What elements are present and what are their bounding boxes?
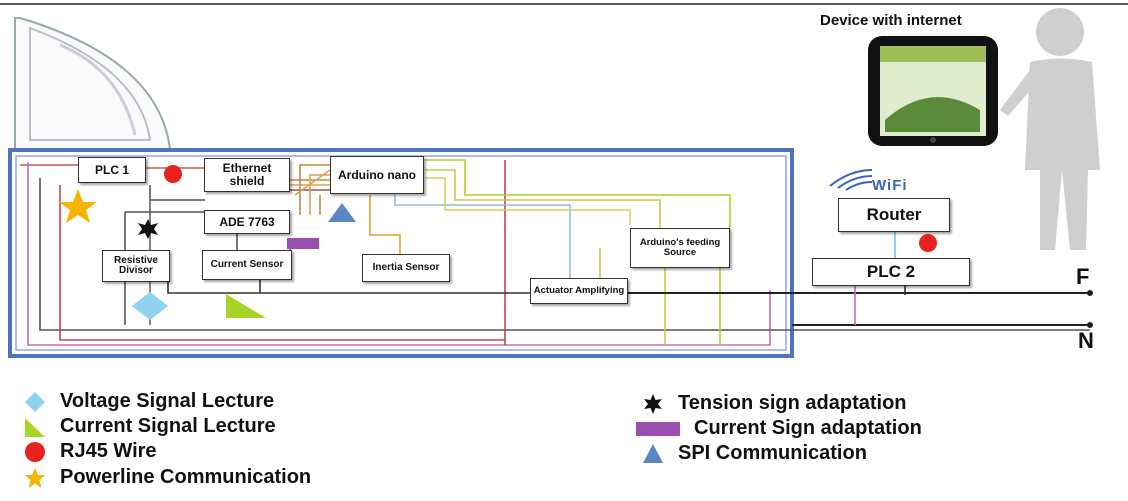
line-n-label: N xyxy=(1078,328,1094,353)
arduino-feeding-box: Arduino's feeding Source xyxy=(630,228,730,268)
tension-star-marker xyxy=(138,219,158,239)
black-star-icon xyxy=(644,393,662,414)
plc2-box: PLC 2 xyxy=(812,258,970,286)
device-label: Device with internet xyxy=(820,12,962,29)
blue-triangle-icon xyxy=(643,443,663,463)
rj45-marker-plc2 xyxy=(919,234,937,252)
actuator-box: Actuator Amplifying xyxy=(530,278,628,304)
ade7763-box: ADE 7763 xyxy=(204,210,290,234)
powerline-star-marker xyxy=(59,189,97,223)
current-triangle-marker xyxy=(226,294,266,318)
wifi-icon xyxy=(829,169,873,191)
legend-powerline: Powerline Communication xyxy=(24,466,311,489)
star-icon xyxy=(25,467,45,488)
legend-rj45: RJ45 Wire xyxy=(24,440,157,463)
legend-tension-label: Tension sign adaptation xyxy=(678,392,907,414)
plc1-box: PLC 1 xyxy=(78,157,146,183)
appliance-outline xyxy=(14,17,172,151)
ethernet-shield-box: Ethernet shield xyxy=(204,158,290,192)
purple-bar-icon xyxy=(636,421,680,436)
smartphone-icon xyxy=(868,36,998,146)
main-panel-outer xyxy=(8,148,794,358)
router-box: Router xyxy=(838,198,950,232)
line-f-label: F xyxy=(1076,264,1090,289)
current-sensor-box: Current Sensor xyxy=(202,250,292,280)
legend-rj45-label: RJ45 Wire xyxy=(60,440,157,462)
legend-spi-label: SPI Communication xyxy=(678,442,867,464)
legend-current-label: Current Signal Lecture xyxy=(60,415,276,437)
resistive-divisor-box: Resistive Divisor xyxy=(102,250,170,282)
rj45-marker-plc1 xyxy=(164,165,182,183)
legend-current-sign: Current Sign adaptation xyxy=(636,417,922,440)
circle-icon xyxy=(25,441,45,462)
legend-current: Current Signal Lecture xyxy=(24,415,276,438)
arduino-nano-box: Arduino nano xyxy=(330,156,424,194)
current-sign-marker xyxy=(287,238,319,249)
legend-tension: Tension sign adaptation xyxy=(642,392,907,415)
voltage-diamond-marker xyxy=(132,292,168,320)
inertia-sensor-box: Inertia Sensor xyxy=(362,254,450,282)
legend-spi: SPI Communication xyxy=(642,442,867,465)
legend-voltage-label: Voltage Signal Lecture xyxy=(60,390,275,412)
legend-current-sign-label: Current Sign adaptation xyxy=(694,417,922,439)
legend-voltage: Voltage Signal Lecture xyxy=(24,390,274,413)
wifi-label: WiFi xyxy=(872,177,908,194)
triangle-icon xyxy=(25,417,45,437)
diamond-icon xyxy=(25,391,45,412)
person-silhouette xyxy=(1000,8,1100,250)
spi-triangle-marker xyxy=(328,203,356,222)
legend-powerline-label: Powerline Communication xyxy=(60,466,312,488)
